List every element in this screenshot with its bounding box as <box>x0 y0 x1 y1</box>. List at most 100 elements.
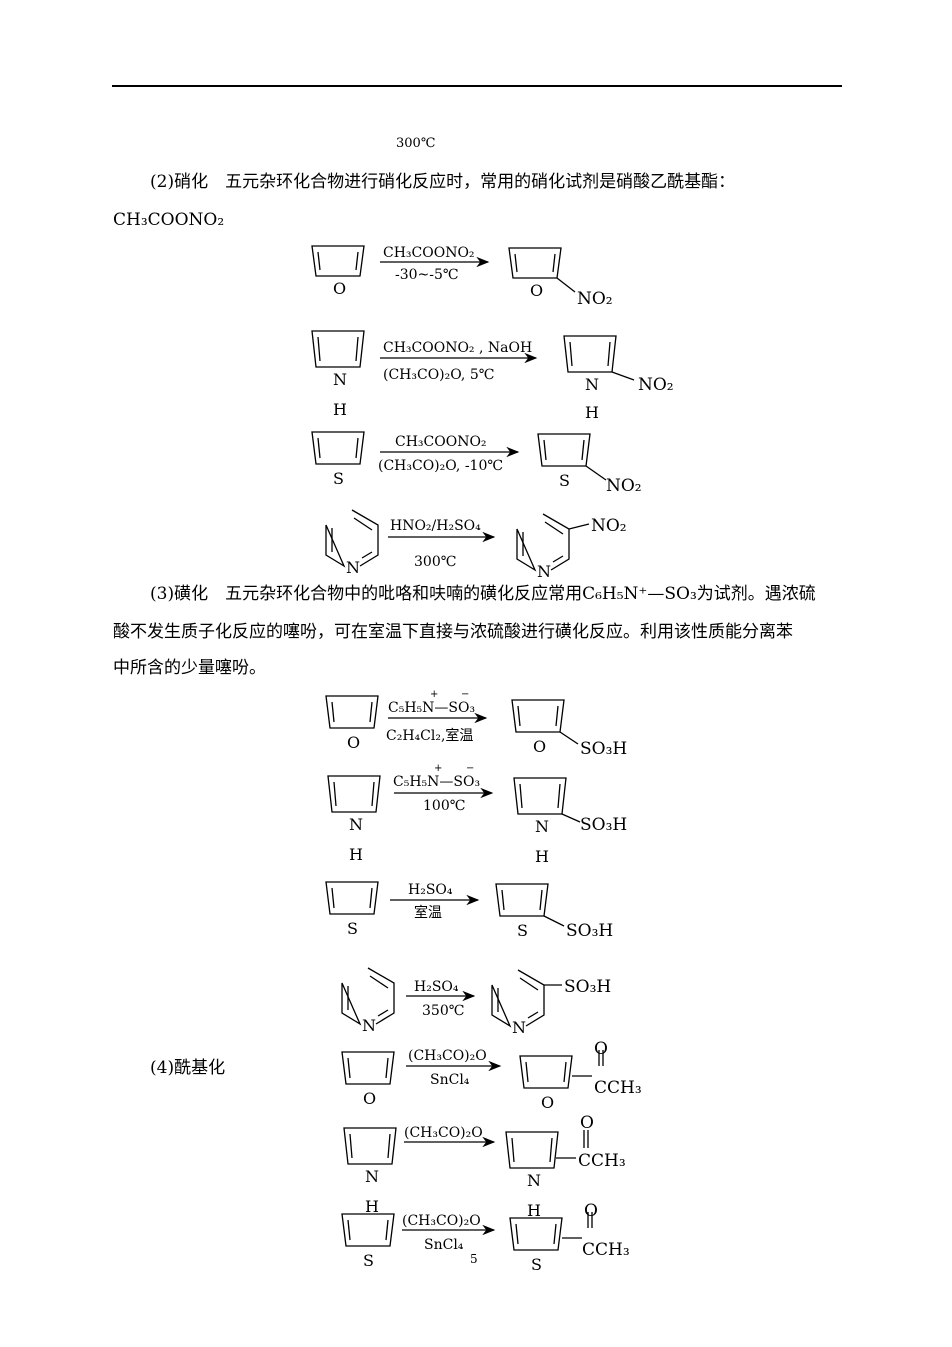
nitration-reagent: CH₃COONO₂ <box>113 210 225 230</box>
acylation-reaction-2: N H (CH₃CO)₂O N H O CCH₃ <box>343 1113 626 1220</box>
ring-atom-s: S <box>517 921 528 940</box>
plus-charge: + <box>434 763 442 774</box>
condition-below: SnCl₄ <box>430 1072 470 1088</box>
pyridine-ring: N <box>341 967 395 1035</box>
reagent-above: (CH₃CO)₂O <box>408 1048 487 1064</box>
nitropyrrole-ring: N H <box>563 335 635 422</box>
minus-charge: − <box>461 689 469 700</box>
product-group: SO₃H <box>566 921 613 941</box>
reagent-above: (CH₃CO)₂O <box>402 1213 481 1229</box>
ring-atom-o: O <box>533 737 546 756</box>
ring-atom-n: N <box>527 1171 541 1190</box>
reagent-above: C₅H₅N—SO₃ <box>393 774 480 790</box>
furan-ring: O <box>325 695 379 752</box>
reagent-above: HNO₂/H₂SO₄ <box>390 518 481 534</box>
product-group: NO₂ <box>606 476 642 496</box>
reagent-above: CH₃COONO₂ , NaOH <box>383 340 532 356</box>
sulfopyridine-ring: N <box>491 969 562 1037</box>
ring-atom-s: S <box>559 471 570 490</box>
product-group: NO₂ <box>638 375 674 395</box>
pyridine-ring: N <box>325 509 379 577</box>
ring-atom-n: N <box>535 817 549 836</box>
sulfofuran-ring: O <box>511 699 579 756</box>
acetylthiophene-ring: S <box>509 1212 593 1274</box>
pyrrole-ring: N H <box>327 775 381 864</box>
reagent-above: (CH₃CO)₂O <box>404 1125 483 1141</box>
ring-atom-n: N <box>333 370 347 389</box>
acylation-reaction-1: O (CH₃CO)₂O SnCl₄ O O CCH₃ <box>341 1039 642 1112</box>
carbonyl-oxygen: O <box>580 1113 594 1133</box>
ring-atom-o: O <box>541 1093 554 1112</box>
condition-below: -30~-5℃ <box>395 267 459 283</box>
acylation-reaction-3: S (CH₃CO)₂O SnCl₄ S O CCH₃ <box>341 1201 630 1274</box>
ring-atom-h: H <box>365 1197 379 1216</box>
ring-atom-n: N <box>349 815 363 834</box>
page-number: 5 <box>470 1252 478 1266</box>
nitration-reaction-4: N HNO₂/H₂SO₄ 300℃ N NO₂ <box>325 509 627 581</box>
ring-atom-n: N <box>585 375 599 394</box>
condition-below: 350℃ <box>422 1003 464 1019</box>
ring-atom-s: S <box>347 919 358 938</box>
ring-atom-n: N <box>537 562 551 581</box>
sulfopyrrole-ring: N H <box>513 777 581 866</box>
nitration-reaction-2: N H CH₃COONO₂ , NaOH (CH₃CO)₂O, 5℃ N H N… <box>311 330 674 422</box>
product-group: CCH₃ <box>578 1151 626 1171</box>
ring-atom-n: N <box>346 558 360 577</box>
reagent-above: CH₃COONO₂ <box>395 434 487 450</box>
sulfonation-heading-2: 酸不发生质子化反应的噻吩，可在室温下直接与浓硫酸进行磺化反应。利用该性质能分离苯 <box>113 622 793 642</box>
reagent-above: C₅H₅N—SO₃ <box>388 700 475 716</box>
ring-atom-n: N <box>362 1016 376 1035</box>
product-group: SO₃H <box>580 739 627 759</box>
nitropyridine-ring: N <box>516 513 590 581</box>
plus-charge: + <box>430 689 438 700</box>
acetylpyrrole-ring: N H <box>505 1130 589 1220</box>
ring-atom-h: H <box>535 847 549 866</box>
sulfonation-heading-1: (3)磺化 五元杂环化合物中的吡咯和呋喃的磺化反应常用C₆H₅N⁺—SO₃为试剂… <box>150 584 816 604</box>
thiophene-ring: S <box>325 881 379 938</box>
condition-below: 室温 <box>414 904 442 921</box>
nitration-reaction-3: S CH₃COONO₂ (CH₃CO)₂O, -10℃ S NO₂ <box>311 431 642 496</box>
nitration-heading: (2)硝化 五元杂环化合物进行硝化反应时，常用的硝化试剂是硝酸乙酰基酯： <box>150 172 736 192</box>
sulfothiophene-ring: S <box>495 883 565 940</box>
product-group: NO₂ <box>577 289 613 309</box>
condition-below: (CH₃CO)₂O, -10℃ <box>378 458 503 474</box>
ring-atom-h: H <box>333 400 347 419</box>
ring-atom-h: H <box>349 845 363 864</box>
pyrrole-ring: N H <box>311 330 365 419</box>
condition-below: 100℃ <box>423 798 465 814</box>
header-rule <box>112 85 842 87</box>
pyrrole-ring: N H <box>343 1127 397 1216</box>
nitrofuran-ring: O <box>508 247 576 300</box>
minus-charge: − <box>466 763 474 774</box>
reagent-above: CH₃COONO₂ <box>383 245 475 261</box>
carbonyl-oxygen: O <box>594 1039 608 1059</box>
ring-atom-s: S <box>333 469 344 488</box>
ring-atom-n: N <box>365 1167 379 1186</box>
sulfonation-reaction-1: O + − C₅H₅N—SO₃ C₂H₄Cl₂,室温 O SO₃H <box>325 689 627 759</box>
nitration-reaction-1: O CH₃COONO₂ -30~-5℃ O NO₂ <box>311 245 613 309</box>
sulfonation-reaction-4: N H₂SO₄ 350℃ N SO₃H <box>341 967 611 1037</box>
acetylfuran-ring: O <box>519 1050 604 1112</box>
ring-atom-o: O <box>347 733 360 752</box>
furan-ring: O <box>341 1051 395 1108</box>
sulfonation-heading-3: 中所含的少量噻吩。 <box>113 658 266 678</box>
product-group: CCH₃ <box>582 1240 630 1260</box>
product-group: SO₃H <box>580 815 627 835</box>
ring-atom-n: N <box>512 1018 526 1037</box>
ring-atom-h: H <box>527 1201 541 1220</box>
nitrothiophene-ring: S <box>537 433 607 490</box>
thiophene-ring: S <box>311 431 365 488</box>
condition-below: (CH₃CO)₂O, 5℃ <box>383 367 494 383</box>
top-note: 300℃ <box>396 136 436 151</box>
furan-ring: O <box>311 245 365 298</box>
condition-below: SnCl₄ <box>424 1237 464 1253</box>
sulfonation-reaction-2: N H + − C₅H₅N—SO₃ 100℃ N H SO₃H <box>327 763 627 866</box>
reagent-above: H₂SO₄ <box>408 882 453 898</box>
reagent-above: H₂SO₄ <box>414 979 459 995</box>
product-group: SO₃H <box>564 977 611 997</box>
sulfonation-reaction-3: S H₂SO₄ 室温 S SO₃H <box>325 881 613 941</box>
product-group: CCH₃ <box>594 1078 642 1098</box>
ring-atom-h: H <box>585 403 599 422</box>
condition-below: 300℃ <box>414 554 456 570</box>
